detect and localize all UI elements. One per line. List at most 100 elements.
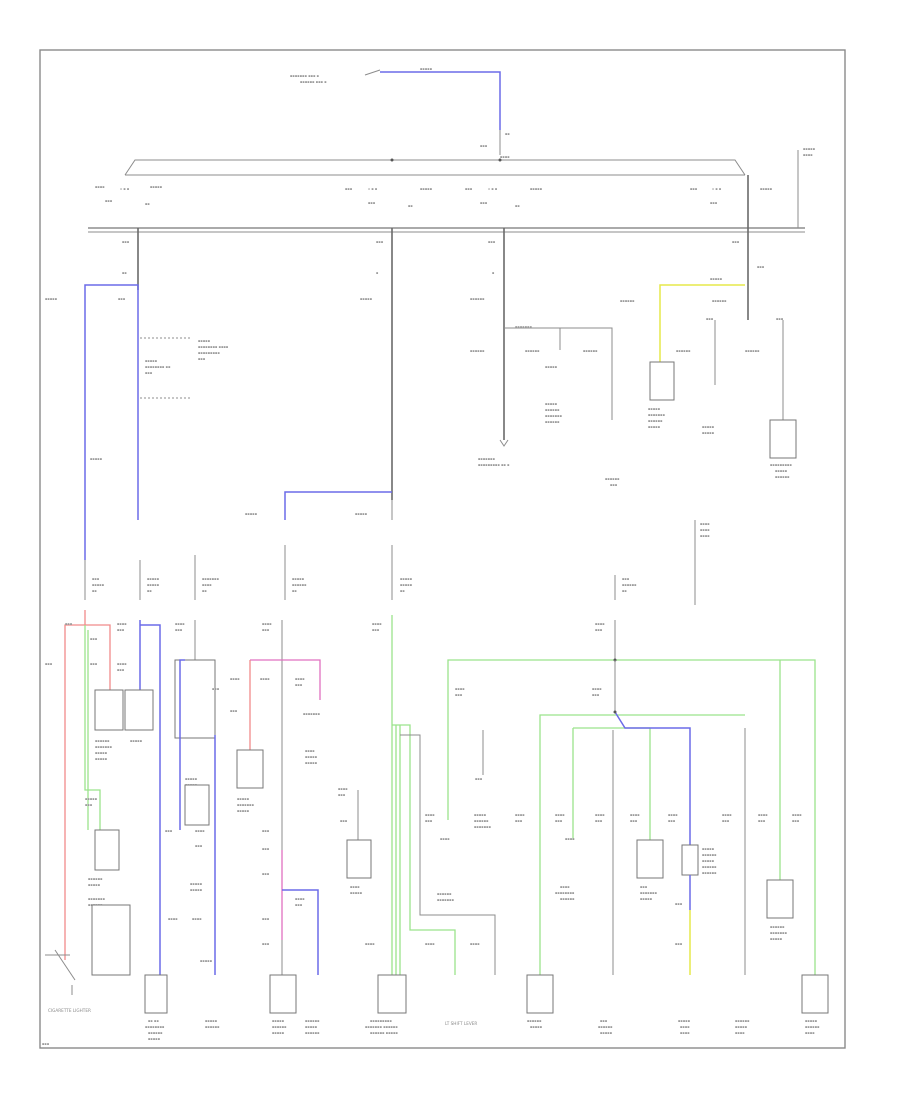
svg-text:▪▪▪▪▪▪▪: ▪▪▪▪▪▪▪ bbox=[95, 745, 113, 749]
svg-text:▪▪▪▪▪: ▪▪▪▪▪ bbox=[237, 809, 250, 813]
svg-text:▪▪▪▪▪: ▪▪▪▪▪ bbox=[305, 1025, 318, 1029]
svg-text:▪▪▪: ▪▪▪ bbox=[622, 577, 630, 581]
svg-text:▪▪▪▪▪: ▪▪▪▪▪ bbox=[95, 757, 108, 761]
svg-text:▪▪▪▪: ▪▪▪▪ bbox=[700, 522, 710, 526]
svg-text:▪▪▪: ▪▪▪ bbox=[368, 201, 376, 205]
svg-text:▪▪▪▪: ▪▪▪▪ bbox=[175, 622, 185, 626]
svg-text:▪▪▪▪▪▪: ▪▪▪▪▪▪ bbox=[205, 1025, 220, 1029]
svg-text:▪▪▪▪▪▪: ▪▪▪▪▪▪ bbox=[292, 583, 307, 587]
svg-text:▪▪▪▪▪: ▪▪▪▪▪ bbox=[775, 469, 788, 473]
svg-text:▪▪▪▪: ▪▪▪▪ bbox=[440, 837, 450, 841]
svg-text:▪▪▪▪▪▪: ▪▪▪▪▪▪ bbox=[272, 1025, 287, 1029]
svg-text:▪▪▪: ▪▪▪ bbox=[295, 683, 303, 687]
svg-text:▪▪▪: ▪▪▪ bbox=[92, 577, 100, 581]
svg-text:▪▪▪▪▪: ▪▪▪▪▪ bbox=[702, 847, 715, 851]
svg-text:▪▪▪▪▪▪▪: ▪▪▪▪▪▪▪ bbox=[640, 891, 658, 895]
svg-text:▪▪▪▪: ▪▪▪▪ bbox=[595, 813, 605, 817]
svg-text:▪▪: ▪▪ bbox=[622, 589, 627, 593]
svg-text:▪▪▪▪▪▪▪: ▪▪▪▪▪▪▪ bbox=[202, 577, 220, 581]
svg-text:▪▪▪▪: ▪▪▪▪ bbox=[630, 813, 640, 817]
svg-text:▪▪▪: ▪▪▪ bbox=[90, 662, 98, 666]
svg-text:▪▪▪▪: ▪▪▪▪ bbox=[168, 917, 178, 921]
svg-text:▪▪▪▪▪▪: ▪▪▪▪▪▪ bbox=[775, 475, 790, 479]
svg-text:▪▪▪: ▪▪▪ bbox=[175, 628, 183, 632]
svg-text:▪▪▪▪▪▪: ▪▪▪▪▪▪ bbox=[805, 1025, 820, 1029]
svg-text:▪▪▪▪: ▪▪▪▪ bbox=[700, 528, 710, 532]
svg-text:▪▪: ▪▪ bbox=[400, 589, 405, 593]
svg-text:▪▪▪▪: ▪▪▪▪ bbox=[262, 622, 272, 626]
svg-text:▪▪▪: ▪▪▪ bbox=[515, 819, 523, 823]
svg-text:▪▪▪: ▪▪▪ bbox=[262, 829, 270, 833]
svg-text:▪▪: ▪▪ bbox=[147, 589, 152, 593]
svg-text:▪▪▪: ▪▪▪ bbox=[675, 942, 683, 946]
svg-text:▪▪▪▪▪: ▪▪▪▪▪ bbox=[148, 1037, 161, 1041]
svg-text:▪▪▪▪▪: ▪▪▪▪▪ bbox=[305, 755, 318, 759]
svg-text:▪▪▪▪: ▪▪▪▪ bbox=[565, 837, 575, 841]
top-feed: ▪▪▪▪▪▪▪ ▪▪▪ ▪ ▪▪▪▪▪▪ ▪▪▪ ▪ ▪▪▪▪▪ ▪▪ ▪▪▪ bbox=[290, 67, 510, 155]
svg-text:▪▪▪▪▪▪▪: ▪▪▪▪▪▪▪ bbox=[478, 457, 496, 461]
diagram-frame bbox=[39, 49, 846, 1049]
svg-text:▪▪▪: ▪▪▪ bbox=[65, 622, 73, 626]
svg-text:▪▪▪▪▪▪▪ ▪▪▪▪▪▪: ▪▪▪▪▪▪▪ ▪▪▪▪▪▪ bbox=[365, 1025, 398, 1029]
svg-text:▪: ▪ bbox=[492, 271, 495, 275]
svg-text:▪▪▪▪▪▪▪▪: ▪▪▪▪▪▪▪▪ bbox=[555, 891, 575, 895]
svg-text:▪▪▪: ▪▪▪ bbox=[376, 240, 384, 244]
svg-text:▪▪▪▪▪▪: ▪▪▪▪▪▪ bbox=[545, 408, 560, 412]
lower-center-branch: ▪▪▪▪ ▪▪▪ ▪▪▪▪ ▪▪▪▪ ▪▪▪▪ ▪▪▪ ▪▪▪ ▪▪▪▪▪ ▪▪… bbox=[230, 620, 372, 1035]
svg-text:▪▪▪: ▪▪▪ bbox=[732, 240, 740, 244]
svg-text:▪▪▪▪▪▪ ▪▪▪▪▪: ▪▪▪▪▪▪ ▪▪▪▪▪ bbox=[370, 1031, 398, 1035]
svg-text:▪▪▪▪: ▪▪▪▪ bbox=[455, 687, 465, 691]
svg-text:▪▪▪▪: ▪▪▪▪ bbox=[192, 917, 202, 921]
svg-text:▪▪▪: ▪▪▪ bbox=[45, 662, 53, 666]
svg-text:▪▪▪▪▪▪: ▪▪▪▪▪▪ bbox=[702, 853, 717, 857]
svg-text:▪▪▪: ▪▪▪ bbox=[668, 819, 676, 823]
svg-text:▪▪▪▪▪▪▪▪▪: ▪▪▪▪▪▪▪▪▪ bbox=[770, 463, 792, 467]
svg-text:▪▪▪▪▪: ▪▪▪▪▪ bbox=[640, 897, 653, 901]
svg-text:▪▪▪▪▪: ▪▪▪▪▪ bbox=[90, 457, 103, 461]
svg-text:▪▪▪▪▪▪▪▪ ▪▪▪▪: ▪▪▪▪▪▪▪▪ ▪▪▪▪ bbox=[198, 345, 229, 349]
svg-text:▪▪▪▪▪▪: ▪▪▪▪▪▪ bbox=[745, 349, 760, 353]
svg-text:▪▪▪▪▪: ▪▪▪▪▪ bbox=[530, 187, 543, 191]
svg-text:▪▪▪▪: ▪▪▪▪ bbox=[95, 185, 105, 189]
svg-text:▪▪▪▪▪: ▪▪▪▪▪ bbox=[190, 882, 203, 886]
svg-text:▪▪▪▪▪: ▪▪▪▪▪ bbox=[360, 297, 373, 301]
svg-text:▪▪▪: ▪▪▪ bbox=[262, 917, 270, 921]
lower-fuse-row: ▪▪▪▪▪▪▪▪▪▪ ▪▪▪▪▪▪▪▪▪▪▪▪ ▪▪▪▪▪▪▪▪▪▪▪▪▪ ▪▪… bbox=[84, 545, 637, 600]
svg-text:▪▪▪▪▪▪: ▪▪▪▪▪▪ bbox=[474, 819, 489, 823]
svg-text:▪▪▪▪: ▪▪▪▪ bbox=[515, 813, 525, 817]
svg-text:▪▪▪▪: ▪▪▪▪ bbox=[805, 1031, 815, 1035]
cigarette-lighter-label: CIGARETTE LIGHTER bbox=[48, 1008, 91, 1013]
svg-text:▪▪▪▪: ▪▪▪▪ bbox=[117, 622, 127, 626]
svg-text:▪▪▪▪▪▪▪: ▪▪▪▪▪▪▪ bbox=[303, 712, 321, 716]
svg-text:▪▪▪▪▪: ▪▪▪▪▪ bbox=[420, 67, 433, 71]
svg-text:▪▪▪▪: ▪▪▪▪ bbox=[722, 813, 732, 817]
svg-text:▪▪▪▪▪▪▪▪▪ ▪▪ ▪: ▪▪▪▪▪▪▪▪▪ ▪▪ ▪ bbox=[478, 463, 510, 467]
svg-text:▪▪▪: ▪▪▪ bbox=[610, 483, 618, 487]
svg-text:▪▪▪: ▪▪▪ bbox=[90, 637, 98, 641]
svg-text:▪▪▪▪: ▪▪▪▪ bbox=[500, 155, 510, 159]
lt-shift-lever-label: LT SHIFT LEVER bbox=[445, 1021, 477, 1026]
fuse-bus: ▪▪▪▪ ▪▪▪▪o ▪ ▪▪▪▪▪▪ ▪▪▪▪▪ ▪▪▪o ▪ ▪▪▪▪▪▪ … bbox=[95, 155, 773, 208]
svg-text:▪▪▪▪▪▪: ▪▪▪▪▪▪ bbox=[676, 349, 691, 353]
svg-text:▪▪▪▪▪▪ ▪▪▪ ▪: ▪▪▪▪▪▪ ▪▪▪ ▪ bbox=[300, 80, 327, 84]
svg-text:▪▪▪▪▪: ▪▪▪▪▪ bbox=[702, 431, 715, 435]
svg-text:▪▪▪▪▪: ▪▪▪▪▪ bbox=[150, 185, 163, 189]
center-green-bundle: ▪▪▪▪ ▪▪▪ ▪▪▪▪▪▪ ▪▪▪▪▪▪▪ ▪▪▪▪ ▪▪▪▪ ▪▪▪▪ ▪… bbox=[365, 615, 496, 1035]
svg-text:▪▪▪▪: ▪▪▪▪ bbox=[295, 897, 305, 901]
svg-text:▪▪▪: ▪▪▪ bbox=[595, 819, 603, 823]
svg-text:▪▪▪▪▪▪: ▪▪▪▪▪▪ bbox=[770, 925, 785, 929]
right-feeder: ▪▪▪ ▪▪▪ ▪▪▪▪▪ ▪▪▪▪▪▪ ▪▪▪▪▪▪ ▪▪▪ ▪▪▪ ▪▪▪▪… bbox=[620, 175, 797, 605]
svg-text:▪▪▪: ▪▪▪ bbox=[145, 371, 153, 375]
svg-text:▪▪▪▪: ▪▪▪▪ bbox=[295, 677, 305, 681]
svg-text:▪▪▪: ▪▪▪ bbox=[372, 628, 380, 632]
svg-text:▪▪▪▪▪▪: ▪▪▪▪▪▪ bbox=[605, 477, 620, 481]
svg-text:▪▪▪▪▪▪▪: ▪▪▪▪▪▪▪ bbox=[515, 325, 533, 329]
svg-text:▪▪▪: ▪▪▪ bbox=[757, 265, 765, 269]
svg-text:▪▪▪: ▪▪▪ bbox=[480, 201, 488, 205]
svg-text:▪▪▪▪▪▪: ▪▪▪▪▪▪ bbox=[702, 871, 717, 875]
svg-text:▪▪▪▪▪: ▪▪▪▪▪ bbox=[198, 339, 211, 343]
svg-text:▪▪▪▪▪: ▪▪▪▪▪ bbox=[205, 1019, 218, 1023]
svg-text:▪▪▪▪▪: ▪▪▪▪▪ bbox=[190, 888, 203, 892]
svg-text:▪▪▪: ▪▪▪ bbox=[722, 819, 730, 823]
svg-text:▪▪▪▪▪▪▪: ▪▪▪▪▪▪▪ bbox=[237, 803, 255, 807]
